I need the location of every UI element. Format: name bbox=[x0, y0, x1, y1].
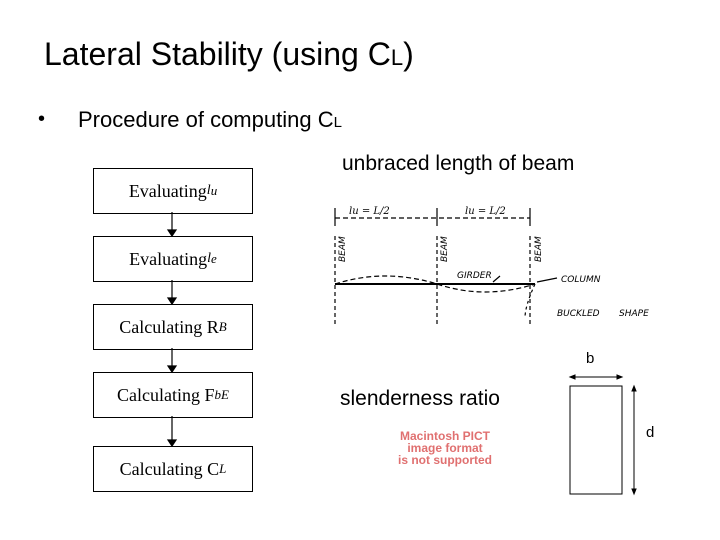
column-label: COLUMN bbox=[561, 275, 601, 285]
placeholder-line-2: image format bbox=[407, 441, 483, 455]
width-label: b bbox=[586, 350, 595, 367]
section-rectangle bbox=[569, 385, 623, 495]
beam-label-left: BEAM bbox=[338, 236, 348, 262]
beam-cross-section bbox=[568, 374, 637, 496]
step-text: Calculating C bbox=[119, 458, 220, 479]
step-sub: u bbox=[210, 183, 218, 198]
flow-arrowhead-4 bbox=[166, 439, 178, 448]
beam-buckling-sketch: lu = L/2 lu = L/2 BEAM BEAM BEAM GIRDER … bbox=[334, 206, 649, 326]
bullet-text: Procedure of computing CL bbox=[78, 107, 342, 133]
flow-arrowhead-1 bbox=[166, 229, 178, 238]
beam-label-right: BEAM bbox=[534, 236, 544, 262]
buckled-leader bbox=[524, 283, 536, 319]
flow-arrows bbox=[166, 212, 178, 448]
flow-arrowhead-2 bbox=[166, 297, 178, 306]
bullet-subscript: L bbox=[333, 114, 342, 131]
title-subscript: L bbox=[390, 45, 404, 70]
step-sub: bE bbox=[214, 387, 229, 402]
step-var: l bbox=[207, 251, 212, 266]
placeholder-line-1: Macintosh PICT bbox=[399, 429, 490, 443]
bullet-main: Procedure of computing C bbox=[78, 107, 334, 132]
column-leader bbox=[536, 277, 558, 283]
shape-label: SHAPE bbox=[619, 309, 649, 319]
step-sub: B bbox=[218, 319, 227, 334]
title-end: ) bbox=[403, 36, 414, 72]
buckled-label: BUCKLED bbox=[557, 309, 600, 319]
step-text: Evaluating bbox=[128, 180, 207, 201]
step-sub: L bbox=[219, 461, 227, 476]
span-label-1: lu = L/2 bbox=[349, 206, 390, 217]
step-text: Evaluating bbox=[129, 248, 208, 269]
slenderness-ratio-caption: slenderness ratio bbox=[340, 387, 500, 410]
unbraced-length-caption: unbraced length of beam bbox=[342, 152, 575, 175]
buckled-shape-curve bbox=[334, 275, 536, 293]
bullet-symbol: • bbox=[38, 108, 46, 130]
span-label-2: lu = L/2 bbox=[465, 206, 506, 217]
title-main: Lateral Stability (using C bbox=[44, 36, 391, 72]
step-sub: e bbox=[211, 251, 217, 266]
beam-label-mid: BEAM bbox=[440, 236, 450, 262]
slide-title: Lateral Stability (using CL) bbox=[44, 36, 414, 73]
depth-label: d bbox=[646, 424, 655, 441]
flow-arrowhead-3 bbox=[166, 365, 178, 374]
placeholder-line-3: is not supported bbox=[398, 453, 492, 467]
step-var: l bbox=[206, 183, 211, 198]
step-text: Calculating R bbox=[119, 316, 219, 337]
girder-label: GIRDER bbox=[457, 271, 492, 281]
girder-leader bbox=[492, 275, 501, 283]
unsupported-image-placeholder: Macintosh PICT image format is not suppo… bbox=[386, 430, 504, 466]
step-text: Calculating F bbox=[117, 384, 215, 405]
